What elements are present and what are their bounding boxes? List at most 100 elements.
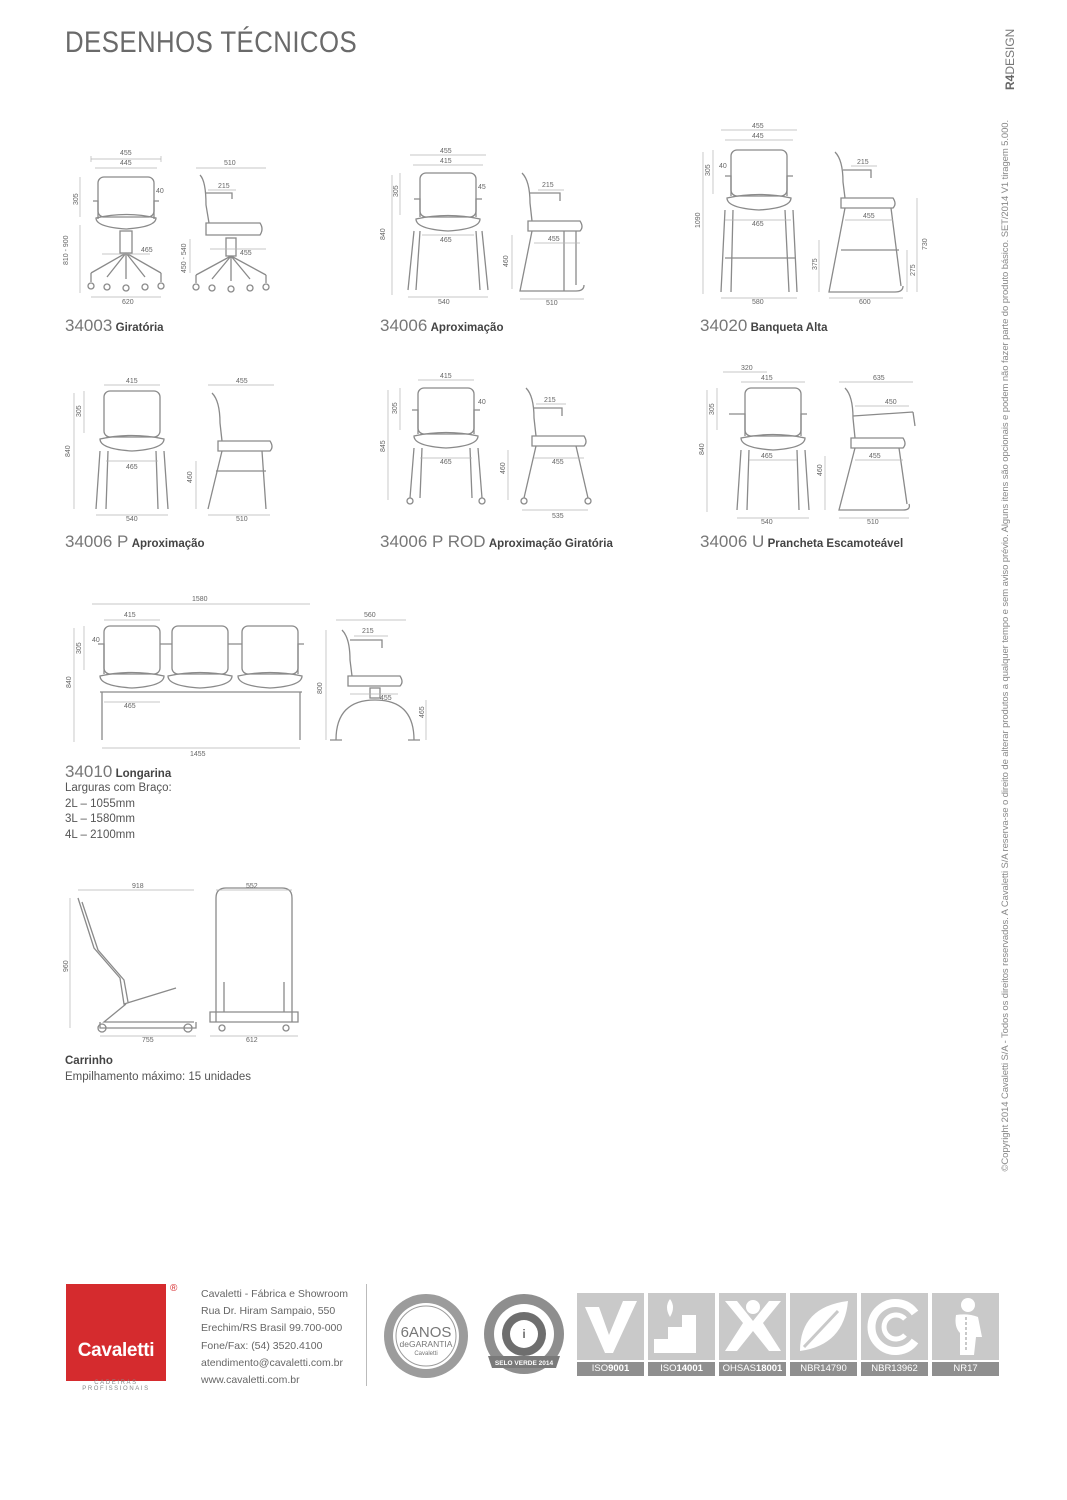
drawing-carrinho: 918 960 755 552 612 [63,883,299,1044]
svg-text:845: 845 [380,440,387,452]
svg-text:40: 40 [156,188,164,195]
svg-text:510: 510 [867,519,879,526]
svg-text:215: 215 [362,628,374,635]
svg-text:552: 552 [246,883,258,890]
svg-text:445: 445 [752,133,764,140]
svg-text:460: 460 [187,471,194,483]
svg-text:620: 620 [122,299,134,306]
svg-text:800: 800 [317,682,324,694]
svg-text:465: 465 [141,247,153,254]
width-3l: 3L – 1580mm [65,813,135,825]
contact-street: Rua Dr. Hiram Sampaio, 550 [201,1305,336,1318]
svg-text:275: 275 [910,264,917,276]
caption-34006p: 34006 P Aproximação [65,532,205,551]
cavaletti-logo: Cavaletti [66,1284,166,1381]
contact-phone: Fone/Fax: (54) 3520.4100 [201,1339,323,1352]
svg-text:455: 455 [236,378,248,385]
contact-email: atendimento@cavaletti.com.br [201,1356,343,1369]
svg-text:455: 455 [869,453,881,460]
contact-block: Cavaletti - Fábrica e Showroom Rua Dr. H… [201,1286,348,1389]
svg-text:450: 450 [885,399,897,406]
cert-nr17: NR17 [932,1293,999,1377]
caption-34010: 34010 Longarina [65,762,172,781]
svg-text:Cavaletti: Cavaletti [414,1351,437,1357]
contact-city: Erechim/RS Brasil 99.700-000 [201,1322,343,1335]
cert-nbr13962: NBR13962 [861,1293,928,1377]
width-2l: 2L – 1055mm [65,797,135,810]
svg-text:460: 460 [500,462,507,474]
cert-iso9001: ISO9001 [577,1293,644,1377]
svg-text:215: 215 [857,159,869,166]
svg-text:1455: 1455 [190,751,206,758]
svg-text:6ANOS: 6ANOS [401,1324,452,1341]
cert-iso14001: ISO14001 [648,1293,715,1377]
svg-text:465: 465 [124,703,136,710]
cert-ohsas18001: OHSAS18001 [719,1293,786,1377]
svg-text:465: 465 [440,459,452,466]
svg-text:540: 540 [126,516,138,523]
svg-text:840: 840 [65,445,72,457]
svg-text:960: 960 [63,960,70,972]
svg-text:730: 730 [922,238,929,250]
checkmark-icon [577,1293,644,1360]
svg-text:40: 40 [719,163,727,170]
svg-text:455: 455 [380,695,392,702]
svg-text:1580: 1580 [192,596,208,603]
logo-tagline: CADEIRAS PROFISSIONAIS [82,1380,150,1392]
svg-text:540: 540 [438,299,450,306]
svg-text:840: 840 [380,228,387,240]
svg-text:460: 460 [817,464,824,476]
svg-text:560: 560 [364,612,376,619]
drawing-34003-giratoria: 455 445 305 40 810 - 900 465 620 510 215… [63,150,270,306]
svg-text:535: 535 [552,513,564,520]
caption-34006p-rod: 34006 P ROD Aproximação Giratória [380,532,613,551]
drawing-34006p-rod: 415 305 40 845 465 215 460 455 535 [380,373,592,520]
svg-text:465: 465 [752,221,764,228]
drawing-34020-banqueta-alta: 455 445 305 40 1090 465 580 215 455 375 … [695,123,929,306]
contact-company: Cavaletti - Fábrica e Showroom [201,1288,349,1300]
svg-text:215: 215 [542,182,554,189]
svg-text:1090: 1090 [695,212,702,228]
page-title: DESENHOS TÉCNICOS [65,26,358,59]
svg-text:415: 415 [124,612,136,619]
carrinho-info: Carrinho Empilhamento máximo: 15 unidade… [65,1054,251,1085]
human-spine-icon [932,1293,999,1360]
green-seal: i SELO VERDE 2014 [484,1294,564,1374]
svg-text:305: 305 [73,193,80,205]
contact-website: www.cavaletti.com.br [201,1374,300,1387]
svg-text:40: 40 [478,399,486,406]
width-4l: 4L – 2100mm [65,828,135,841]
svg-text:45: 45 [478,184,486,191]
svg-text:755: 755 [142,1037,154,1044]
svg-text:305: 305 [76,642,83,654]
svg-text:840: 840 [66,676,73,688]
svg-text:455: 455 [548,236,560,243]
svg-text:455: 455 [552,459,564,466]
svg-text:305: 305 [709,403,716,415]
svg-text:305: 305 [393,185,400,197]
registered-mark: ® [170,1283,178,1294]
svg-text:510: 510 [546,300,558,307]
drawing-34006u-prancheta: 320 415 305 840 465 540 635 450 460 455 … [699,365,916,526]
svg-text:455: 455 [440,148,452,155]
svg-text:810 - 900: 810 - 900 [63,235,70,265]
longarina-widths: Larguras com Braço: 2L – 1055mm 3L – 158… [65,781,172,843]
steps-plant-icon [648,1293,715,1360]
drawing-34006p-aproximacao: 415 305 840 465 540 455 460 510 [65,378,274,523]
svg-text:deGARANTIA: deGARANTIA [400,1339,453,1349]
svg-text:455: 455 [240,250,252,257]
caption-34020: 34020 Banqueta Alta [700,316,828,335]
svg-text:445: 445 [120,160,132,167]
svg-text:415: 415 [761,375,773,382]
svg-text:i: i [522,1327,525,1341]
svg-text:40: 40 [92,637,100,644]
svg-text:612: 612 [246,1037,258,1044]
drawing-34006-aproximacao: 455 415 305 45 840 465 540 215 460 455 5… [380,148,585,307]
carrinho-note: Empilhamento máximo: 15 unidades [65,1070,252,1083]
carrinho-title: Carrinho [65,1055,113,1067]
svg-text:415: 415 [126,378,138,385]
svg-text:305: 305 [392,402,399,414]
svg-text:215: 215 [218,183,230,190]
caption-34006u: 34006 U Prancheta Escamoteável [700,532,904,551]
svg-text:510: 510 [224,160,236,167]
